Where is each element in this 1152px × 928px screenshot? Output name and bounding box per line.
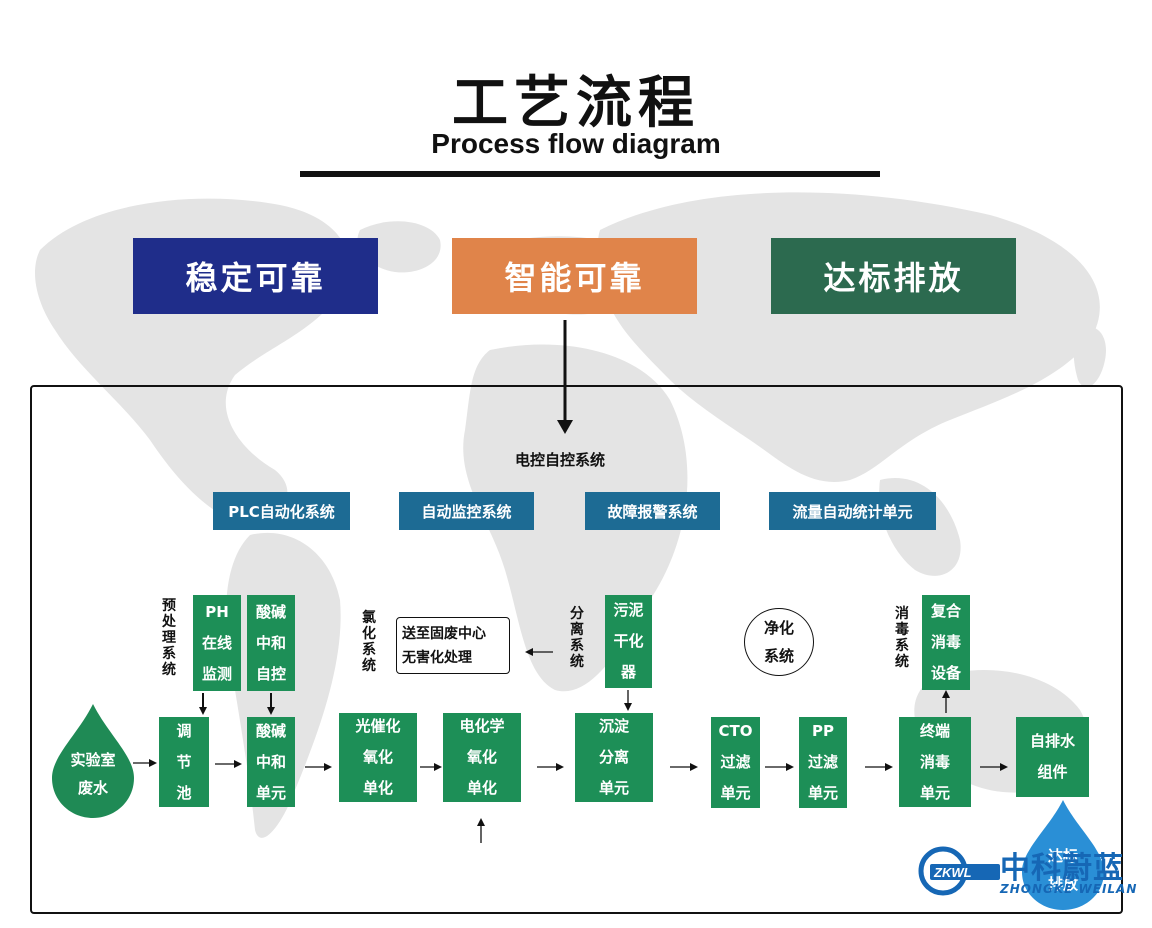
banner-stable: 稳定可靠	[133, 238, 378, 314]
unit-line: 器	[620, 663, 636, 681]
unit-line: 单元	[255, 783, 286, 802]
unit-line: 单元	[598, 779, 629, 797]
unit-line: PH	[205, 602, 229, 621]
process-frame	[30, 385, 1123, 914]
unit-line: 光催化	[355, 717, 401, 735]
banner-compliant: 达标排放	[771, 238, 1016, 314]
title-divider	[300, 171, 880, 177]
control-system-title: 电控自控系统	[514, 451, 605, 469]
unit-line: 干化	[613, 632, 644, 650]
unit-line: 节	[176, 752, 192, 771]
monitoring-system-box: 自动监控系统	[399, 492, 534, 530]
solid-waste-box: 送至固废中心 无害化处理	[396, 617, 510, 674]
unit-line: 污泥	[613, 601, 644, 619]
logo-en-text: ZHONGKE WEILAN	[1000, 882, 1138, 896]
page-subtitle: Process flow diagram	[431, 128, 721, 159]
unit-line: 消毒	[930, 633, 961, 651]
logo-cn-text: 中科蔚蓝	[1000, 851, 1124, 886]
terminal-disinfection-unit: 终端 消毒 单元	[899, 717, 971, 807]
ph-monitor-unit: PH 在线 监测	[193, 595, 241, 691]
source-drop-label: 实验室 废水	[50, 746, 136, 802]
outlet-drop-label: 达标 排放	[1020, 842, 1106, 898]
unit-line: 单元	[919, 783, 950, 802]
drainage-assembly-unit: 自排水 组件	[1016, 717, 1089, 797]
unit-line: 过滤	[720, 753, 751, 771]
source-drop-icon	[52, 704, 134, 818]
unit-line: 自控	[255, 664, 286, 683]
flow-statistics-box: 流量自动统计单元	[769, 492, 936, 530]
unit-line: 单化	[466, 779, 497, 797]
unit-line: 单化	[362, 779, 393, 797]
outlet-drop-icon	[1022, 800, 1104, 910]
unit-line: CTO	[718, 722, 753, 740]
unit-line: 酸碱	[255, 721, 286, 740]
electrochemical-oxidation-unit: 电化学 氧化 单化	[443, 713, 521, 802]
unit-line: 单元	[720, 784, 751, 802]
solid-waste-line: 送至固废中心	[402, 625, 486, 642]
purification-line: 净化	[763, 619, 794, 637]
unit-line: 分离	[598, 748, 629, 766]
unit-line: 自排水	[1029, 732, 1075, 750]
purification-circle: 净化 系统	[744, 608, 814, 676]
source-line: 废水	[77, 779, 108, 797]
chlorination-label: 氯化系统	[362, 610, 376, 674]
alarm-system-box: 故障报警系统	[585, 492, 720, 530]
unit-line: 中和	[255, 633, 286, 652]
unit-line: 组件	[1037, 763, 1068, 781]
unit-line: 池	[176, 783, 192, 802]
unit-line: 终端	[919, 721, 950, 740]
pretreatment-label: 预处理系统	[162, 598, 176, 678]
cto-filter-unit: CTO 过滤 单元	[711, 717, 760, 808]
photocatalytic-oxidation-unit: 光催化 氧化 单化	[339, 713, 417, 802]
zkwl-logo-icon: ZKWL	[918, 846, 1000, 896]
solid-waste-line: 无害化处理	[402, 649, 472, 666]
sludge-dryer-unit: 污泥 干化 器	[605, 595, 652, 688]
outlet-line: 达标	[1047, 847, 1078, 865]
unit-line: 氧化	[362, 748, 393, 766]
unit-line: 在线	[201, 633, 232, 652]
unit-line: 复合	[930, 602, 961, 620]
logo-mark-text: ZKWL	[933, 865, 972, 880]
page-title: 工艺流程	[452, 71, 700, 136]
unit-line: 酸碱	[255, 602, 286, 621]
banner-smart: 智能可靠	[452, 238, 697, 314]
source-line: 实验室	[70, 751, 116, 769]
plc-system-box: PLC自动化系统	[213, 492, 350, 530]
unit-line: 设备	[930, 664, 961, 682]
unit-line: 沉淀	[598, 717, 629, 735]
unit-line: 过滤	[807, 753, 838, 771]
disinfection-label: 消毒系统	[895, 606, 909, 670]
unit-line: PP	[812, 722, 834, 740]
purification-line: 系统	[763, 647, 794, 665]
outlet-line: 排放	[1047, 875, 1078, 893]
composite-disinfection-unit: 复合 消毒 设备	[922, 595, 970, 690]
unit-line: 电化学	[459, 717, 505, 735]
unit-line: 氧化	[466, 748, 497, 766]
unit-line: 消毒	[919, 752, 950, 771]
unit-line: 中和	[255, 752, 286, 771]
unit-line: 调	[176, 721, 192, 740]
unit-line: 单元	[807, 784, 838, 802]
unit-line: 监测	[201, 664, 232, 683]
acid-base-control-unit: 酸碱 中和 自控	[247, 595, 295, 691]
sedimentation-unit: 沉淀 分离 单元	[575, 713, 653, 802]
separation-label: 分离系统	[570, 606, 584, 670]
neutralization-unit: 酸碱 中和 单元	[247, 717, 295, 807]
regulating-tank-unit: 调 节 池	[159, 717, 209, 807]
pp-filter-unit: PP 过滤 单元	[799, 717, 847, 808]
